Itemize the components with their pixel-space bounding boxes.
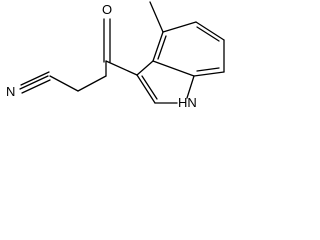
bond-methyl bbox=[149, 1, 164, 33]
bond-nitrile-1 bbox=[19, 75, 49, 90]
bond-nitrile-3 bbox=[20, 71, 50, 86]
bond-c3-c2 bbox=[136, 74, 156, 104]
bond-n1-c7a bbox=[186, 75, 195, 99]
bond-c5-c6 bbox=[195, 21, 225, 41]
pyrrole-ring bbox=[136, 60, 195, 104]
bond-carbonyl-c3 bbox=[105, 60, 138, 76]
triple-bond-nitrile bbox=[19, 71, 51, 94]
bond-c7-c7a bbox=[193, 71, 225, 77]
bond-c3a-c7a bbox=[152, 60, 195, 77]
bond-ch2-carbonyl bbox=[77, 75, 107, 92]
bond-c5-c6-inner bbox=[196, 26, 220, 42]
molecule-structure-diagram: N O HN bbox=[6, 1, 225, 110]
bond-nitrile-2 bbox=[21, 79, 51, 94]
bond-c7-c7a-inner bbox=[196, 67, 220, 72]
bond-c3a-c4-inner bbox=[157, 35, 167, 60]
bond-c4-c5 bbox=[162, 21, 197, 33]
bond-c-ch2 bbox=[49, 75, 79, 92]
atom-label-nitrile-n: N bbox=[6, 84, 15, 99]
bond-c3-c2-inner bbox=[141, 75, 158, 100]
double-bond-carbonyl bbox=[103, 18, 111, 63]
atom-label-carbonyl-o: O bbox=[102, 2, 112, 17]
benzene-ring bbox=[152, 21, 225, 77]
atom-label-indole-nh: HN bbox=[178, 95, 197, 110]
bond-c3a-c4 bbox=[152, 31, 164, 62]
bond-c3-c3a bbox=[136, 60, 154, 76]
